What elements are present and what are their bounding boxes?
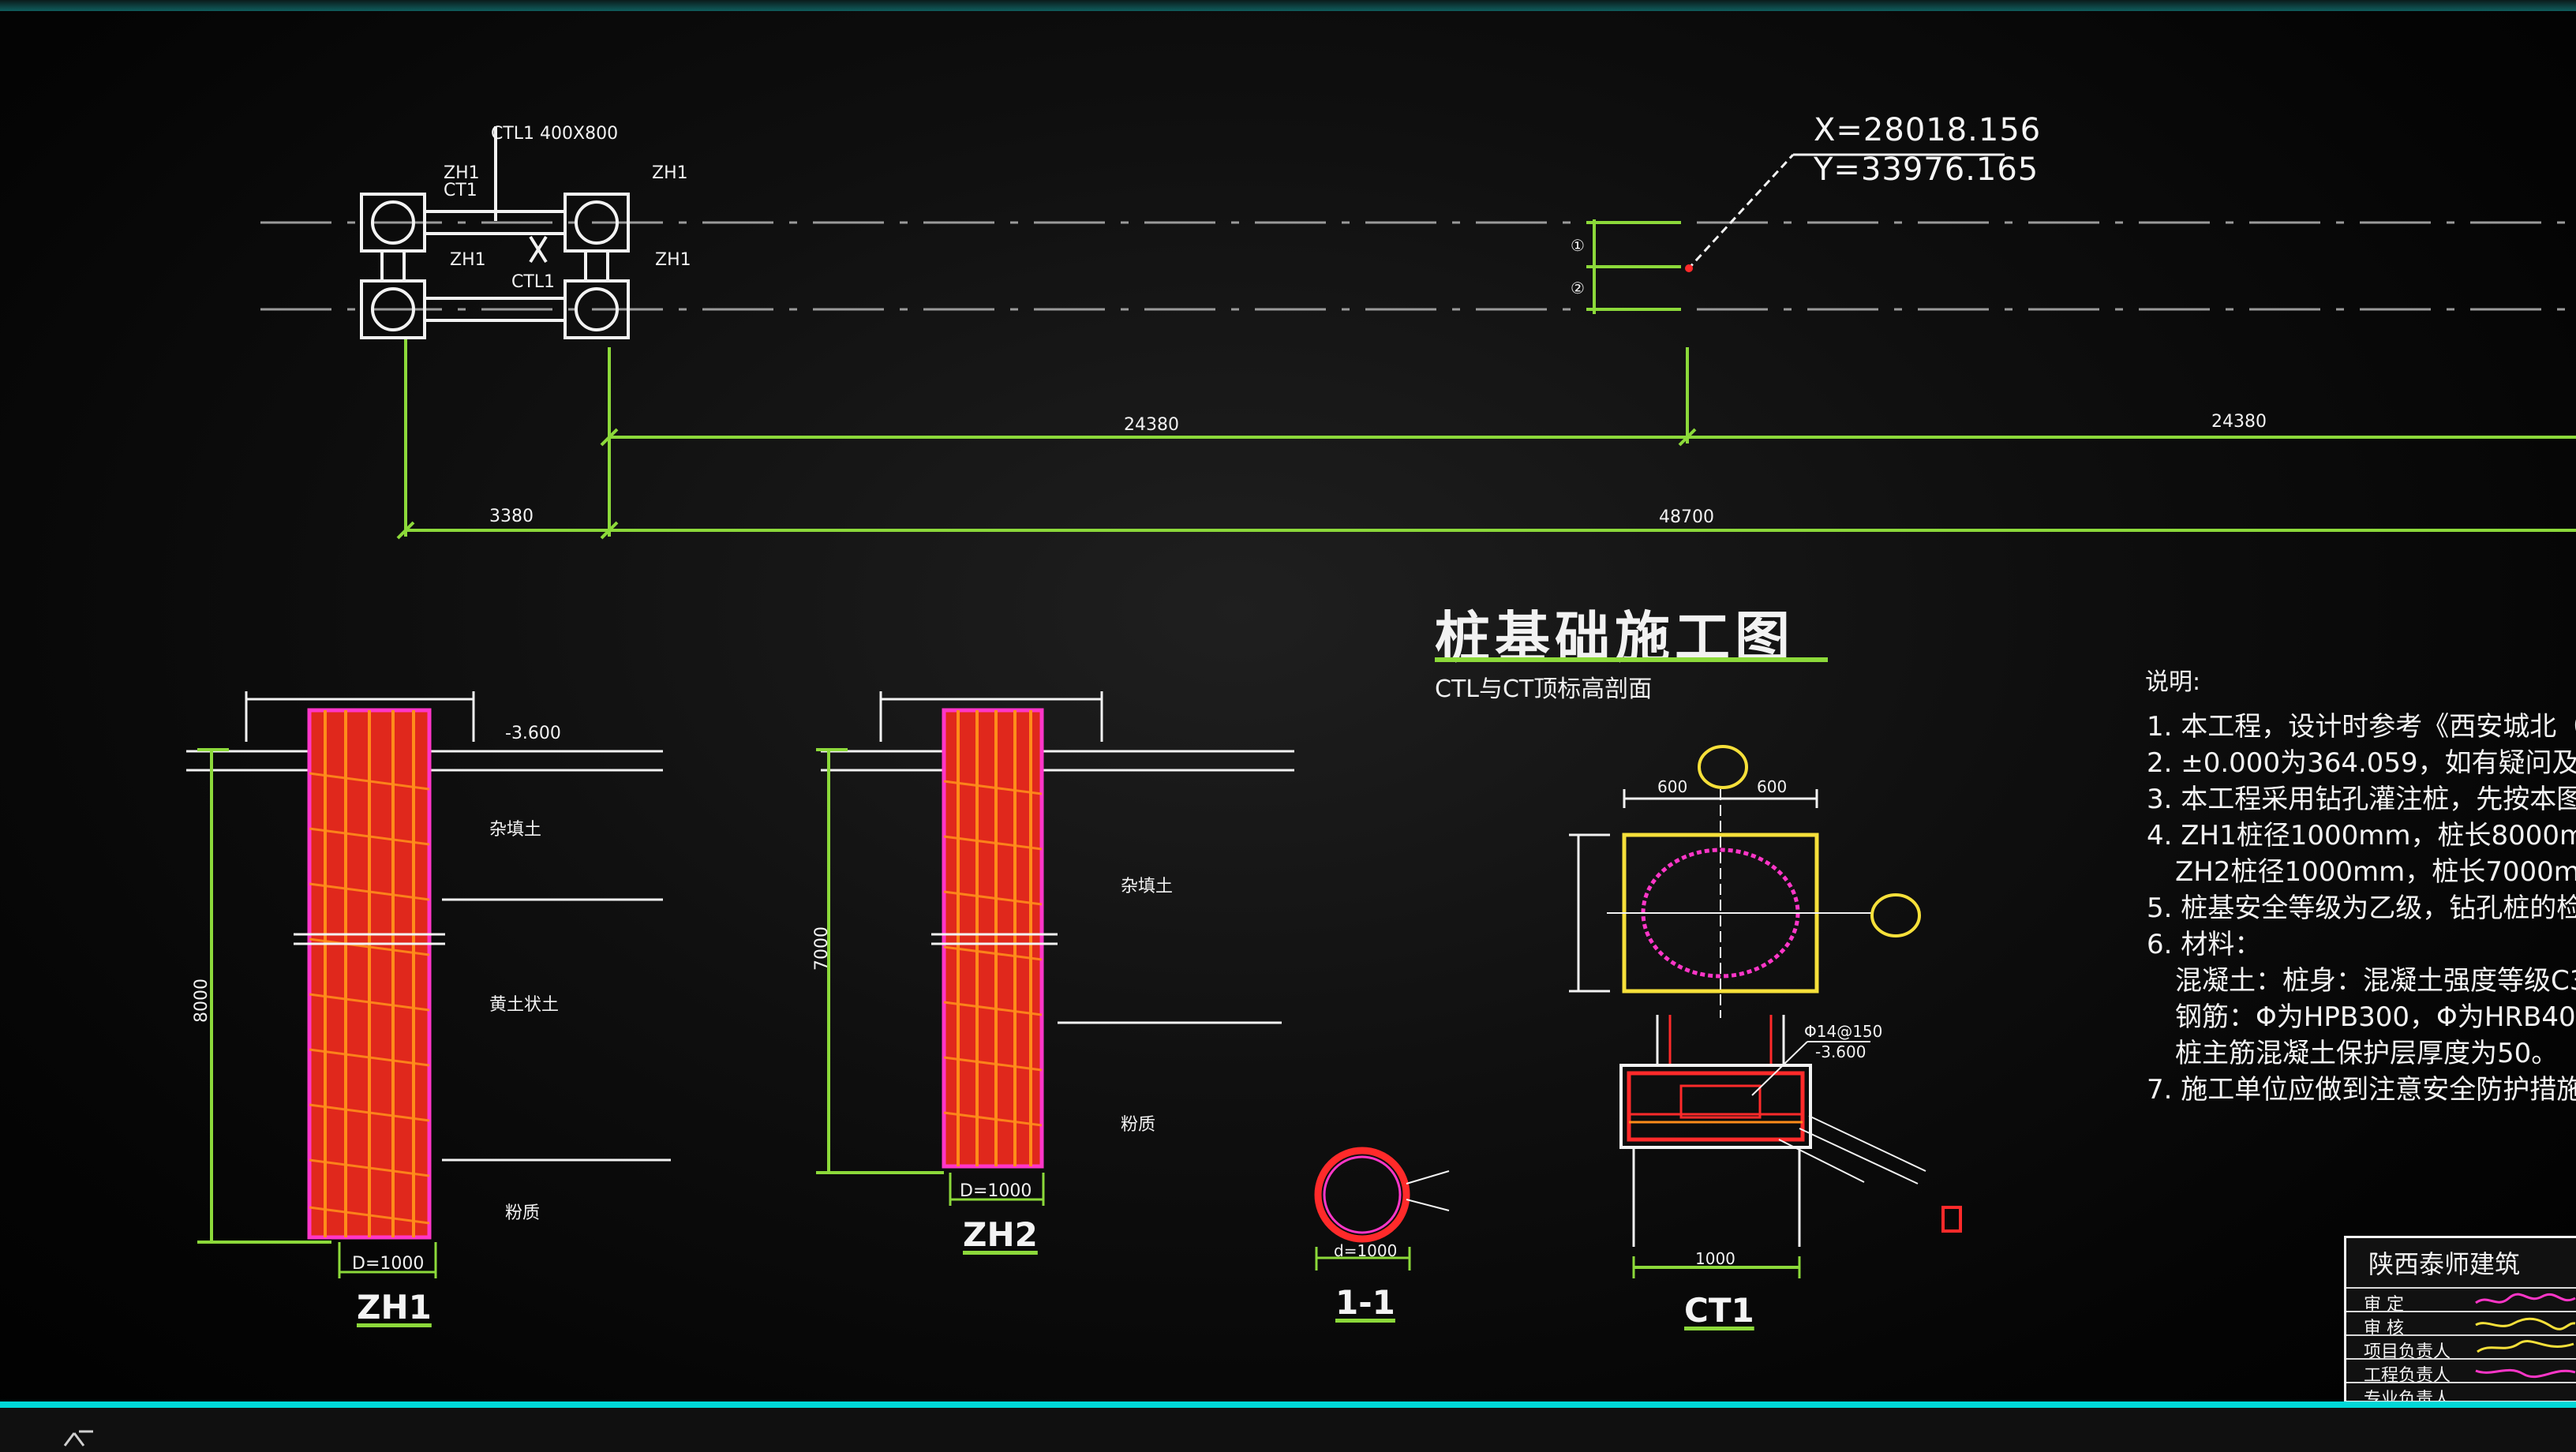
title-block-row: 审 定 xyxy=(2346,1287,2576,1315)
pile-label-zh2: ZH2 xyxy=(963,1215,1038,1254)
note-item: 3. 本工程采用钻孔灌注桩，先按本图开挖至 xyxy=(2147,784,2576,815)
dimension-lines xyxy=(396,339,2576,540)
cap-label-tl: CT1 xyxy=(444,181,477,200)
note-item: 2. ±0.000为364.059，如有疑问及时 xyxy=(2147,747,2576,779)
design-notes: 说明: 1. 本工程，设计时参考《西安城北（桩基 2. ±0.000为364.0… xyxy=(2145,664,2576,1108)
title-block-row: 项目负责人 xyxy=(2346,1334,2576,1362)
signature-image xyxy=(2473,1315,2576,1333)
axis-lines xyxy=(260,221,2576,311)
cap-ct1-detail xyxy=(1569,745,1962,1278)
drawing-subtitle: CTL与CT顶标高剖面 xyxy=(1435,675,1653,703)
zh1-length: 8000 xyxy=(192,979,212,1023)
zh2-length: 7000 xyxy=(812,926,832,971)
pile-zh1-elevation xyxy=(186,691,671,1278)
signature-image xyxy=(2473,1363,2576,1380)
coord-x: X=28018.156 xyxy=(1814,112,2042,148)
pile-zh2-elevation xyxy=(816,691,1294,1206)
zh1-top-level: -3.600 xyxy=(505,724,561,743)
axis-marker-text: ① ② xyxy=(1571,236,1585,298)
zh2-layer-2: 粉质 xyxy=(1121,1115,1155,1135)
pile-cap-plan-labels: CTL1 400X800 ZH1 CT1 ZH1 ZH1 ZH1 CTL1 xyxy=(444,124,691,292)
cap-dim-a: 600 xyxy=(1657,777,1687,796)
pile-label-zh1: ZH1 xyxy=(357,1288,432,1327)
pile-cap-plan xyxy=(360,126,630,339)
pile-label-ml: ZH1 xyxy=(450,250,486,270)
signature-image xyxy=(2473,1292,2576,1309)
note-item: 钢筋：Φ为HPB300，Φ为HRB400 xyxy=(2175,1001,2576,1033)
svg-text:①: ① xyxy=(1571,236,1585,255)
zh1-layer-2: 黄土状土 xyxy=(489,995,559,1015)
cap-dim-b: 600 xyxy=(1757,777,1787,796)
note-item: 7. 施工单位应做到注意安全防护措施，严格 xyxy=(2147,1074,2576,1106)
beam-label-mid: CTL1 xyxy=(511,272,555,292)
pile-zh2-texts: 杂填土 粉质 7000 D=1000 xyxy=(812,877,1173,1201)
zh1-layer-3: 粉质 xyxy=(505,1203,540,1223)
dimension-span-right: 24380 xyxy=(2211,412,2267,432)
dimension-texts: 24380 24380 3380 48700 xyxy=(489,412,2267,527)
zh1-diameter: D=1000 xyxy=(352,1254,424,1274)
title-block-row: 审 核 xyxy=(2346,1311,2576,1338)
section-1-1 xyxy=(1314,1147,1450,1270)
pile-label-mr: ZH1 xyxy=(655,250,691,270)
note-item: 6. 材料： xyxy=(2147,929,2262,960)
coord-y: Y=33976.165 xyxy=(1814,152,2039,188)
cap-rebar: Φ14@150 xyxy=(1804,1022,1882,1041)
cap-width: 1000 xyxy=(1695,1249,1735,1268)
dimension-total: 48700 xyxy=(1659,507,1714,527)
pile-zh1-texts: 杂填土 黄土状土 粉质 -3.600 8000 D=1000 xyxy=(192,724,561,1274)
svg-text:②: ② xyxy=(1571,279,1585,298)
cap-ct1-texts: 600 600 Φ14@150 -3.600 1000 xyxy=(1657,777,1882,1268)
window-top-edge xyxy=(0,0,2576,11)
section-label: 1-1 xyxy=(1335,1283,1395,1322)
note-item: 4. ZH1桩径1000mm，桩长8000mm xyxy=(2147,820,2576,851)
notes-header: 说明: xyxy=(2145,668,2201,696)
zh2-diameter: D=1000 xyxy=(960,1181,1032,1201)
window-bottom-bar xyxy=(0,1401,2576,1452)
section-1-1-texts: d=1000 xyxy=(1334,1241,1397,1260)
note-item: 桩主筋混凝土保护层厚度为50。 xyxy=(2175,1038,2559,1069)
zh2-layer-1: 杂填土 xyxy=(1121,877,1173,896)
dimension-span-left: 24380 xyxy=(1124,415,1179,435)
note-item: 混凝土：桩身：混凝土强度等级C30，桩 xyxy=(2175,965,2576,997)
pile-label-tr: ZH1 xyxy=(652,163,688,183)
beam-note: CTL1 400X800 xyxy=(491,124,618,144)
signature-image xyxy=(2473,1339,2576,1357)
title-block-company: 陕西泰师建筑 xyxy=(2368,1249,2521,1279)
note-item: ZH2桩径1000mm，桩长7000mm xyxy=(2175,856,2576,888)
cap-level: -3.600 xyxy=(1815,1042,1866,1061)
section-diameter: d=1000 xyxy=(1334,1241,1397,1260)
cap-label-ct1: CT1 xyxy=(1684,1291,1754,1330)
coordinate-leader xyxy=(1685,153,2005,272)
cursor-mark-icon xyxy=(63,1430,93,1446)
zh1-layer-1: 杂填土 xyxy=(489,820,541,840)
dimension-offset: 3380 xyxy=(489,507,534,526)
note-item: 1. 本工程，设计时参考《西安城北（桩基 xyxy=(2147,711,2576,743)
note-item: 5. 桩基安全等级为乙级，钻孔桩的检测按《 xyxy=(2147,893,2576,924)
pile-label-tl: ZH1 xyxy=(444,163,480,183)
axis-marker xyxy=(1586,219,1681,314)
title-block: 陕西泰师建筑 审 定 审 核 项目负责人 工程负责人 专业负责人 xyxy=(2344,1236,2576,1409)
title-block-row: 工程负责人 xyxy=(2346,1358,2576,1386)
title-underline xyxy=(1435,657,1828,662)
